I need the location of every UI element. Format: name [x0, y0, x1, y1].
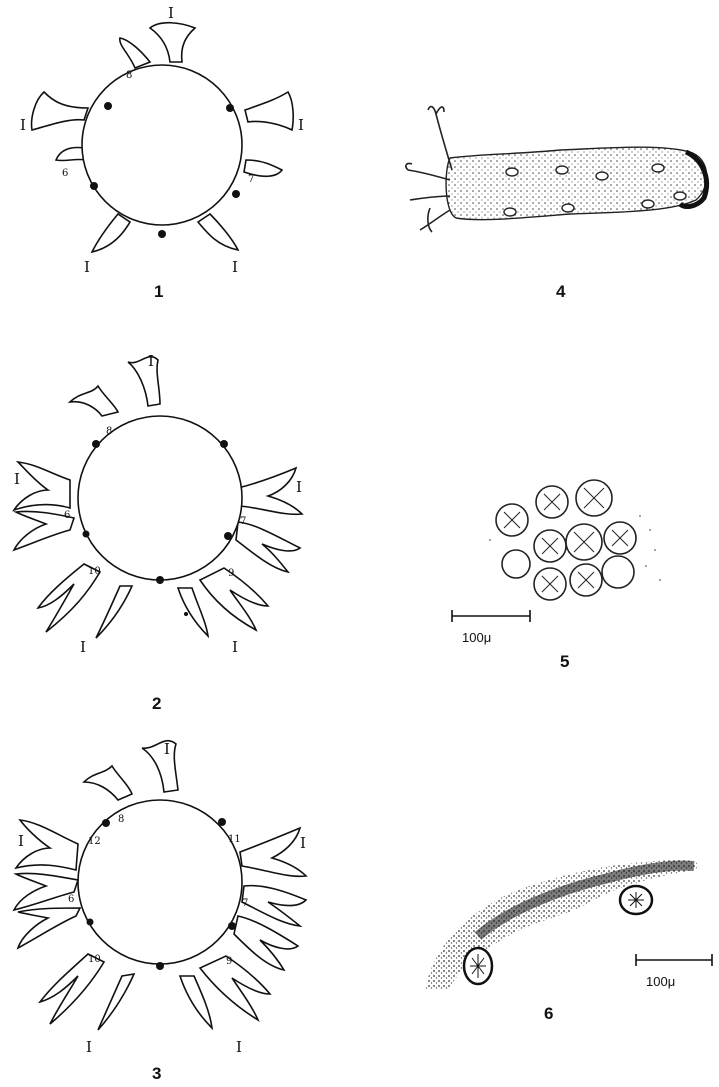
fig2-tentacle-label-7: 7 [240, 516, 246, 527]
fig3-roman-bottom-left: I [86, 1038, 92, 1056]
figure-5-micrograph [450, 460, 700, 620]
fig3-tentacle-label-9: 9 [226, 956, 232, 967]
fig2-roman-bottom-right: I [232, 638, 238, 656]
fig3-tentacle-label-10: 10 [88, 954, 101, 965]
fig2-roman-left: I [14, 470, 20, 488]
figure-1-number: 1 [154, 282, 163, 302]
fig2-roman-top: I [148, 352, 154, 370]
fig2-tentacle-label-6: 6 [64, 510, 70, 521]
fig1-roman-left: I [20, 116, 26, 134]
fig2-roman-bottom-left: I [80, 638, 86, 656]
fig3-roman-right: I [300, 834, 306, 852]
figure-4-organism-drawing [400, 100, 719, 240]
fig1-roman-top: I [168, 4, 174, 22]
fig3-roman-bottom-right: I [236, 1038, 242, 1056]
fig3-tentacle-label-7: 7 [242, 898, 248, 909]
figure-3-number: 3 [152, 1064, 161, 1084]
figure-3-diagram: I I I I I 8 12 11 6 7 10 9 [0, 720, 360, 1060]
fig1-tentacle-label-8: 8 [126, 70, 132, 81]
figure-6-micrograph [418, 840, 718, 990]
fig1-roman-bottom-left: I [84, 258, 90, 276]
fig3-tentacle-label-6: 6 [68, 894, 74, 905]
fig3-tentacle-label-11: 11 [228, 834, 241, 845]
fig2-tentacle-label-8: 8 [106, 426, 112, 437]
figure-6-number: 6 [544, 1004, 553, 1024]
figure-5-number: 5 [560, 652, 569, 672]
figure-6-scale-bar-label: 100μ [646, 974, 675, 989]
figure-5-scale-bar-label: 100μ [462, 630, 491, 645]
fig3-tentacle-label-12: 12 [88, 836, 101, 847]
fig1-roman-bottom-right: I [232, 258, 238, 276]
figure-2-diagram: I I I I I 8 6 7 10 9 [0, 340, 360, 680]
fig1-tentacle-label-6: 6 [62, 168, 68, 179]
fig2-tentacle-label-10: 10 [88, 566, 101, 577]
fig1-tentacle-label-7: 7 [248, 174, 254, 185]
figure-1-diagram: I I I I I 8 6 7 [0, 0, 360, 300]
fig3-roman-left: I [18, 832, 24, 850]
figure-2-number: 2 [152, 694, 161, 714]
figure-4-number: 4 [556, 282, 565, 302]
fig1-roman-right: I [298, 116, 304, 134]
fig3-tentacle-label-8: 8 [118, 814, 124, 825]
fig2-tentacle-label-9: 9 [228, 568, 234, 579]
fig2-roman-right: I [296, 478, 302, 496]
fig3-roman-top: I [164, 740, 170, 758]
